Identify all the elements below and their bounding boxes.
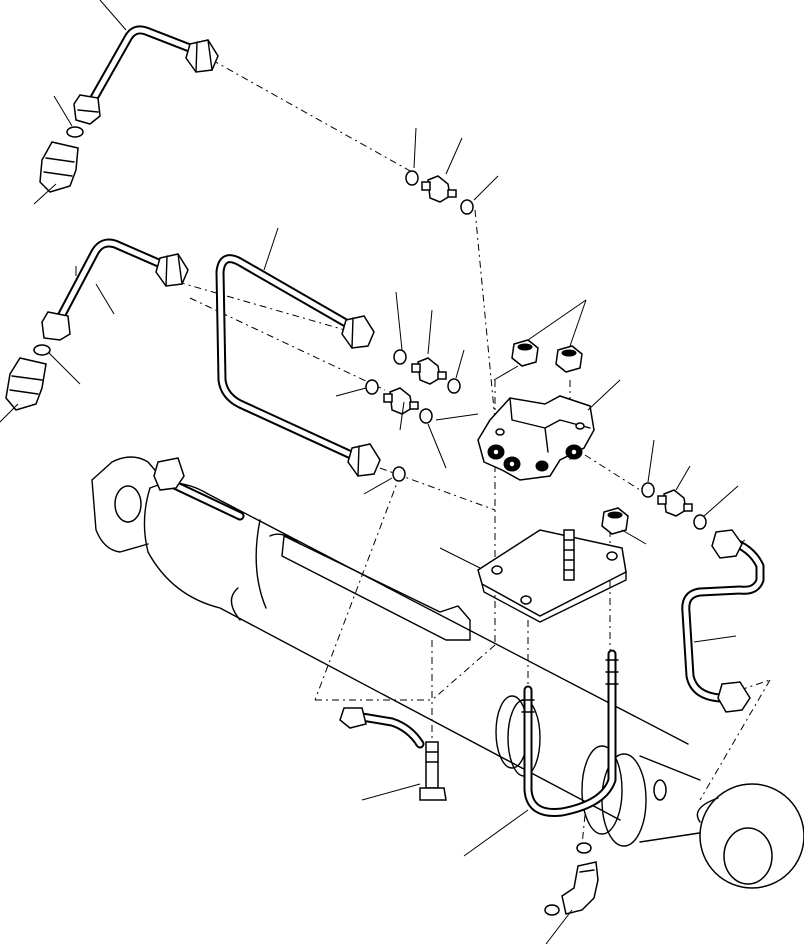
o-ring	[393, 349, 407, 365]
o-ring	[405, 170, 419, 186]
elbow-fitting	[561, 861, 599, 915]
middle-pipe-nut	[155, 253, 189, 287]
o-ring	[419, 408, 433, 424]
o-ring	[544, 904, 560, 916]
middle-hose-end	[5, 344, 51, 411]
connector-fitting	[657, 489, 693, 517]
upper-hose-end	[39, 126, 84, 193]
upper-pipe-nut	[185, 39, 219, 73]
leader-lines	[0, 0, 739, 944]
o-ring	[693, 514, 707, 530]
right-pipe-upper-nut	[711, 529, 743, 559]
o-ring	[447, 378, 461, 394]
o-ring	[641, 482, 655, 498]
alignment-lines	[177, 59, 771, 846]
upper-pipe	[85, 25, 205, 110]
hex-nut	[601, 507, 629, 535]
o-ring	[392, 466, 406, 482]
o-ring	[576, 842, 592, 854]
valve-block	[477, 395, 595, 481]
hydraulic-cylinder	[91, 456, 804, 889]
middle-pipe	[53, 238, 175, 327]
upper-pipe-lower-fitting	[73, 94, 101, 125]
right-pipe	[681, 535, 765, 703]
middle-pipe-lower-fitting	[41, 311, 71, 341]
mounting-plate	[477, 529, 627, 623]
right-pipe-lower-nut	[717, 681, 751, 713]
connector-fitting	[411, 357, 447, 385]
o-ring	[365, 379, 379, 395]
u-pipe-upper-nut	[341, 315, 375, 349]
hex-nut	[555, 345, 583, 373]
hex-nut	[511, 339, 539, 367]
o-ring	[460, 199, 474, 215]
stud-bolt	[563, 529, 575, 581]
hex-bolt	[419, 741, 447, 801]
u-shaped-pipe	[215, 254, 367, 465]
connector-fitting	[421, 175, 457, 203]
u-bolt	[521, 649, 619, 818]
u-pipe-lower-nut	[347, 443, 381, 477]
connector-fitting	[383, 387, 419, 415]
